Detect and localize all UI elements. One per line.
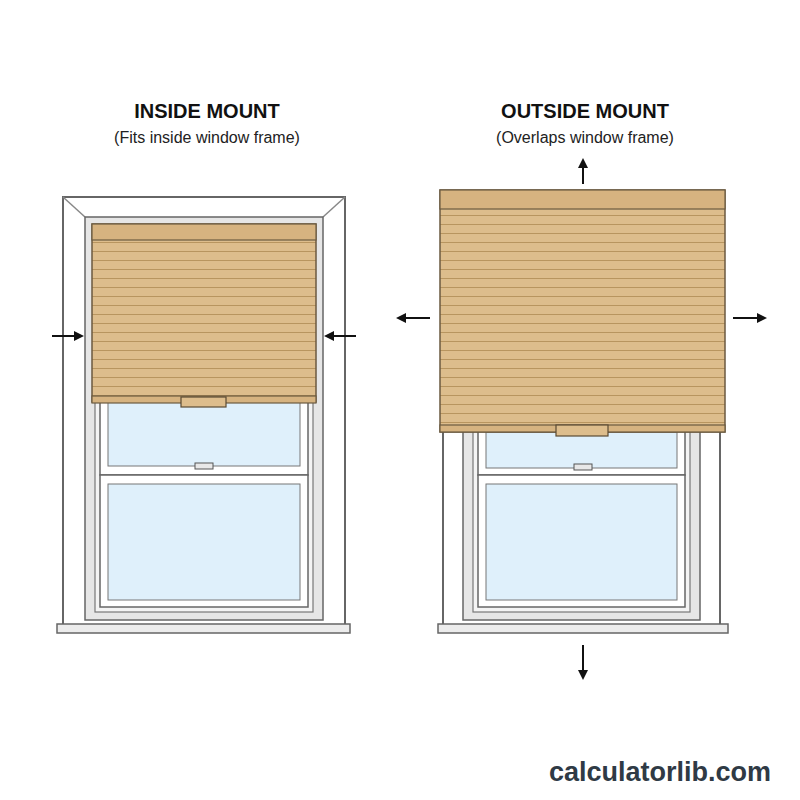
mount-heading: INSIDE MOUNT [134,100,280,123]
mount-heading: OUTSIDE MOUNT [501,100,669,123]
mount-subtitle: (Overlaps window frame) [496,129,674,147]
outside-mount-window [398,160,765,678]
mount-subtitle: (Fits inside window frame) [114,129,300,147]
inside-mount-window [52,197,356,633]
watermark: calculatorlib.com [549,757,771,788]
